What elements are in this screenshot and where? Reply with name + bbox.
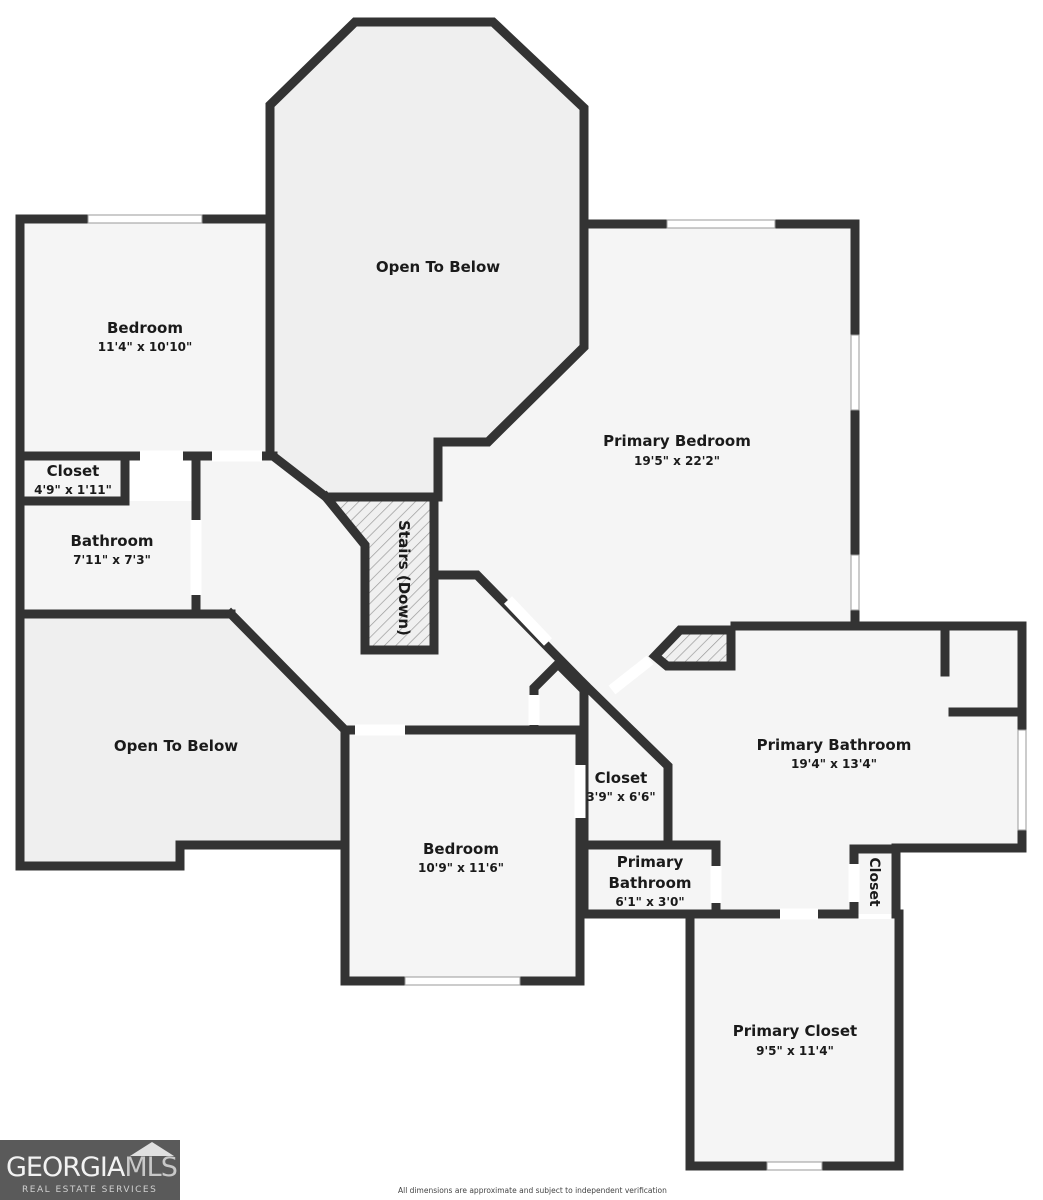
room-label: Bedroom xyxy=(107,319,183,337)
room-dimensions: 4'9" x 1'11" xyxy=(34,483,112,497)
room-label: Open To Below xyxy=(114,737,238,755)
room-dimensions: 3'9" x 6'6" xyxy=(586,790,655,804)
room-bathroom-1 xyxy=(20,501,196,611)
room-dimensions: 19'4" x 13'4" xyxy=(791,757,877,771)
room-primary-bedroom xyxy=(438,224,855,708)
room-primary-bathroom-small xyxy=(584,849,715,911)
logo-accent-text: MLS xyxy=(124,1152,177,1183)
window xyxy=(850,334,860,411)
room-dimensions: 7'11" x 7'3" xyxy=(73,553,151,567)
cabinet-hatch xyxy=(648,625,736,671)
room-closet-3 xyxy=(854,852,896,912)
room-label: Closet xyxy=(595,769,648,787)
room-stairs xyxy=(332,501,434,650)
room-label: Bathroom xyxy=(608,874,691,892)
room-dimensions: 9'5" x 11'4" xyxy=(756,1044,834,1058)
room-dimensions: 19'5" x 22'2" xyxy=(634,454,720,468)
window xyxy=(850,554,860,611)
room-open-to-below-left xyxy=(20,614,345,866)
room-open-to-below-top xyxy=(270,22,584,497)
stairs-label: Stairs (Down) xyxy=(395,520,413,636)
window xyxy=(1017,729,1027,831)
room-label: Primary Bedroom xyxy=(603,432,751,450)
room-dimensions: 10'9" x 11'6" xyxy=(418,861,504,875)
room-label: Bedroom xyxy=(423,840,499,858)
room-label: Primary Bathroom xyxy=(757,736,912,754)
disclaimer: All dimensions are approximate and subje… xyxy=(398,1186,667,1195)
window xyxy=(766,1161,823,1171)
room-closet-1 xyxy=(20,456,125,501)
room-closet-2 xyxy=(584,684,668,845)
room-label: Closet xyxy=(866,857,882,907)
roof-icon xyxy=(130,1142,174,1156)
logo-wordmark: GEORGIAMLS xyxy=(6,1152,178,1183)
room-dimensions: 6'1" x 3'0" xyxy=(615,895,684,909)
room-bedroom-2 xyxy=(349,734,580,979)
room-label: Primary xyxy=(617,853,684,871)
window xyxy=(87,214,203,224)
room-label: Primary Closet xyxy=(733,1022,857,1040)
room-primary-closet xyxy=(694,919,895,1164)
room-label: Bathroom xyxy=(70,532,153,550)
window xyxy=(404,976,521,986)
room-dimensions: 11'4" x 10'10" xyxy=(98,340,192,354)
logo-main-text: GEORGIA xyxy=(6,1152,125,1183)
hallway xyxy=(196,456,580,730)
window xyxy=(666,219,776,229)
logo-subtitle: REAL ESTATE SERVICES xyxy=(22,1185,158,1195)
room-label: Closet xyxy=(47,462,100,480)
room-label: Open To Below xyxy=(376,258,500,276)
room-bedroom-1 xyxy=(20,219,270,456)
georgia-mls-logo: GEORGIAMLS REAL ESTATE SERVICES xyxy=(0,1140,180,1200)
